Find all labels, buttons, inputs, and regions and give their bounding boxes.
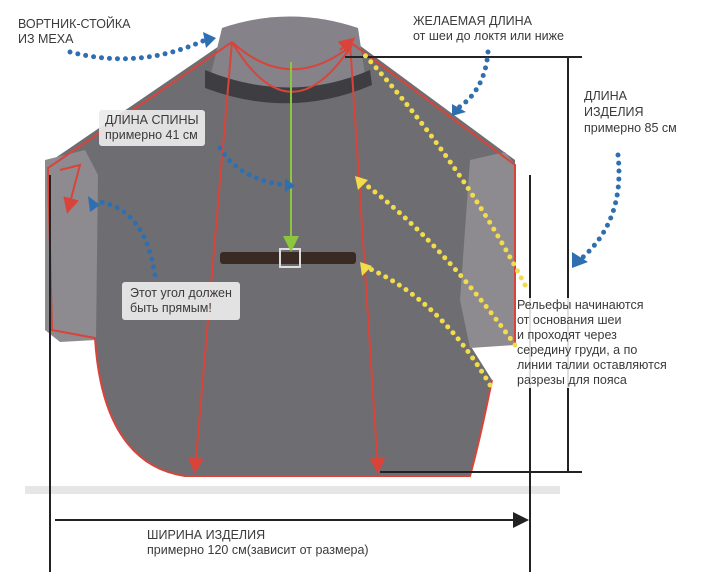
- floor-shadow: [25, 486, 560, 494]
- item-width-line: примерно 120 см(зависит от размера): [147, 543, 369, 557]
- back-length-line: примерно 41 см: [105, 128, 198, 142]
- item-length-line: ИЗДЕЛИЯ: [584, 105, 644, 119]
- desired-length-line: ЖЕЛАЕМАЯ ДЛИНА: [413, 14, 533, 28]
- reliefs-line: и проходят через: [517, 328, 617, 342]
- reliefs-line: от основания шеи: [517, 313, 622, 327]
- arrow-heads: [88, 32, 588, 276]
- reliefs-line: линии талии оставляются: [517, 358, 667, 372]
- dotted-arrows: [67, 37, 622, 388]
- left-fur-sleeve: [45, 150, 98, 342]
- item-length-line: ДЛИНА: [584, 89, 628, 103]
- yellow-dotted-arrow-3: [365, 265, 493, 388]
- back-length-line: ДЛИНА СПИНЫ: [105, 113, 199, 127]
- right-angle-line: быть прямым!: [130, 301, 212, 315]
- yellow-dotted-arrow-2: [359, 179, 518, 348]
- item-length-label: ДЛИНА ИЗДЕЛИЯ примерно 85 см: [584, 88, 677, 136]
- right-angle-note: Этот угол должен быть прямым!: [122, 282, 240, 320]
- collar-shadow: [205, 70, 372, 104]
- fur-collar: [210, 16, 365, 94]
- item-width-label: ШИРИНА ИЗДЕЛИЯ примерно 120 см(зависит о…: [147, 528, 369, 558]
- collar-label: ВОРТНИК-СТОЙКА ИЗ МЕХА: [18, 17, 131, 47]
- item-length-line: примерно 85 см: [584, 121, 677, 135]
- reliefs-line: разрезы для пояса: [517, 373, 627, 387]
- blue-dotted-arrow-length: [455, 49, 491, 111]
- reliefs-line: Рельефы начинаются: [517, 298, 644, 312]
- desired-length-label: ЖЕЛАЕМАЯ ДЛИНА от шеи до локтя или ниже: [413, 14, 564, 44]
- blue-dotted-arrow-back: [217, 145, 288, 188]
- blue-dotted-arrow-item-length: [579, 152, 622, 261]
- belt: [220, 252, 356, 264]
- collar-label-line: ИЗ МЕХА: [18, 32, 74, 46]
- blue-dotted-arrow-angle: [97, 199, 158, 278]
- yellow-dotted-arrow-1: [359, 49, 528, 288]
- right-angle-line: Этот угол должен: [130, 286, 232, 300]
- item-width-line: ШИРИНА ИЗДЕЛИЯ: [147, 528, 266, 542]
- reliefs-note: Рельефы начинаются от основания шеи и пр…: [517, 298, 667, 388]
- collar-label-line: ВОРТНИК-СТОЙКА: [18, 17, 131, 31]
- right-fur-sleeve: [460, 152, 515, 348]
- back-length-label: ДЛИНА СПИНЫ примерно 41 см: [99, 110, 205, 146]
- reliefs-line: середину груди, а по: [517, 343, 638, 357]
- desired-length-line: от шеи до локтя или ниже: [413, 29, 564, 43]
- blue-dotted-arrow-collar: [67, 37, 208, 62]
- red-outline: [46, 37, 516, 477]
